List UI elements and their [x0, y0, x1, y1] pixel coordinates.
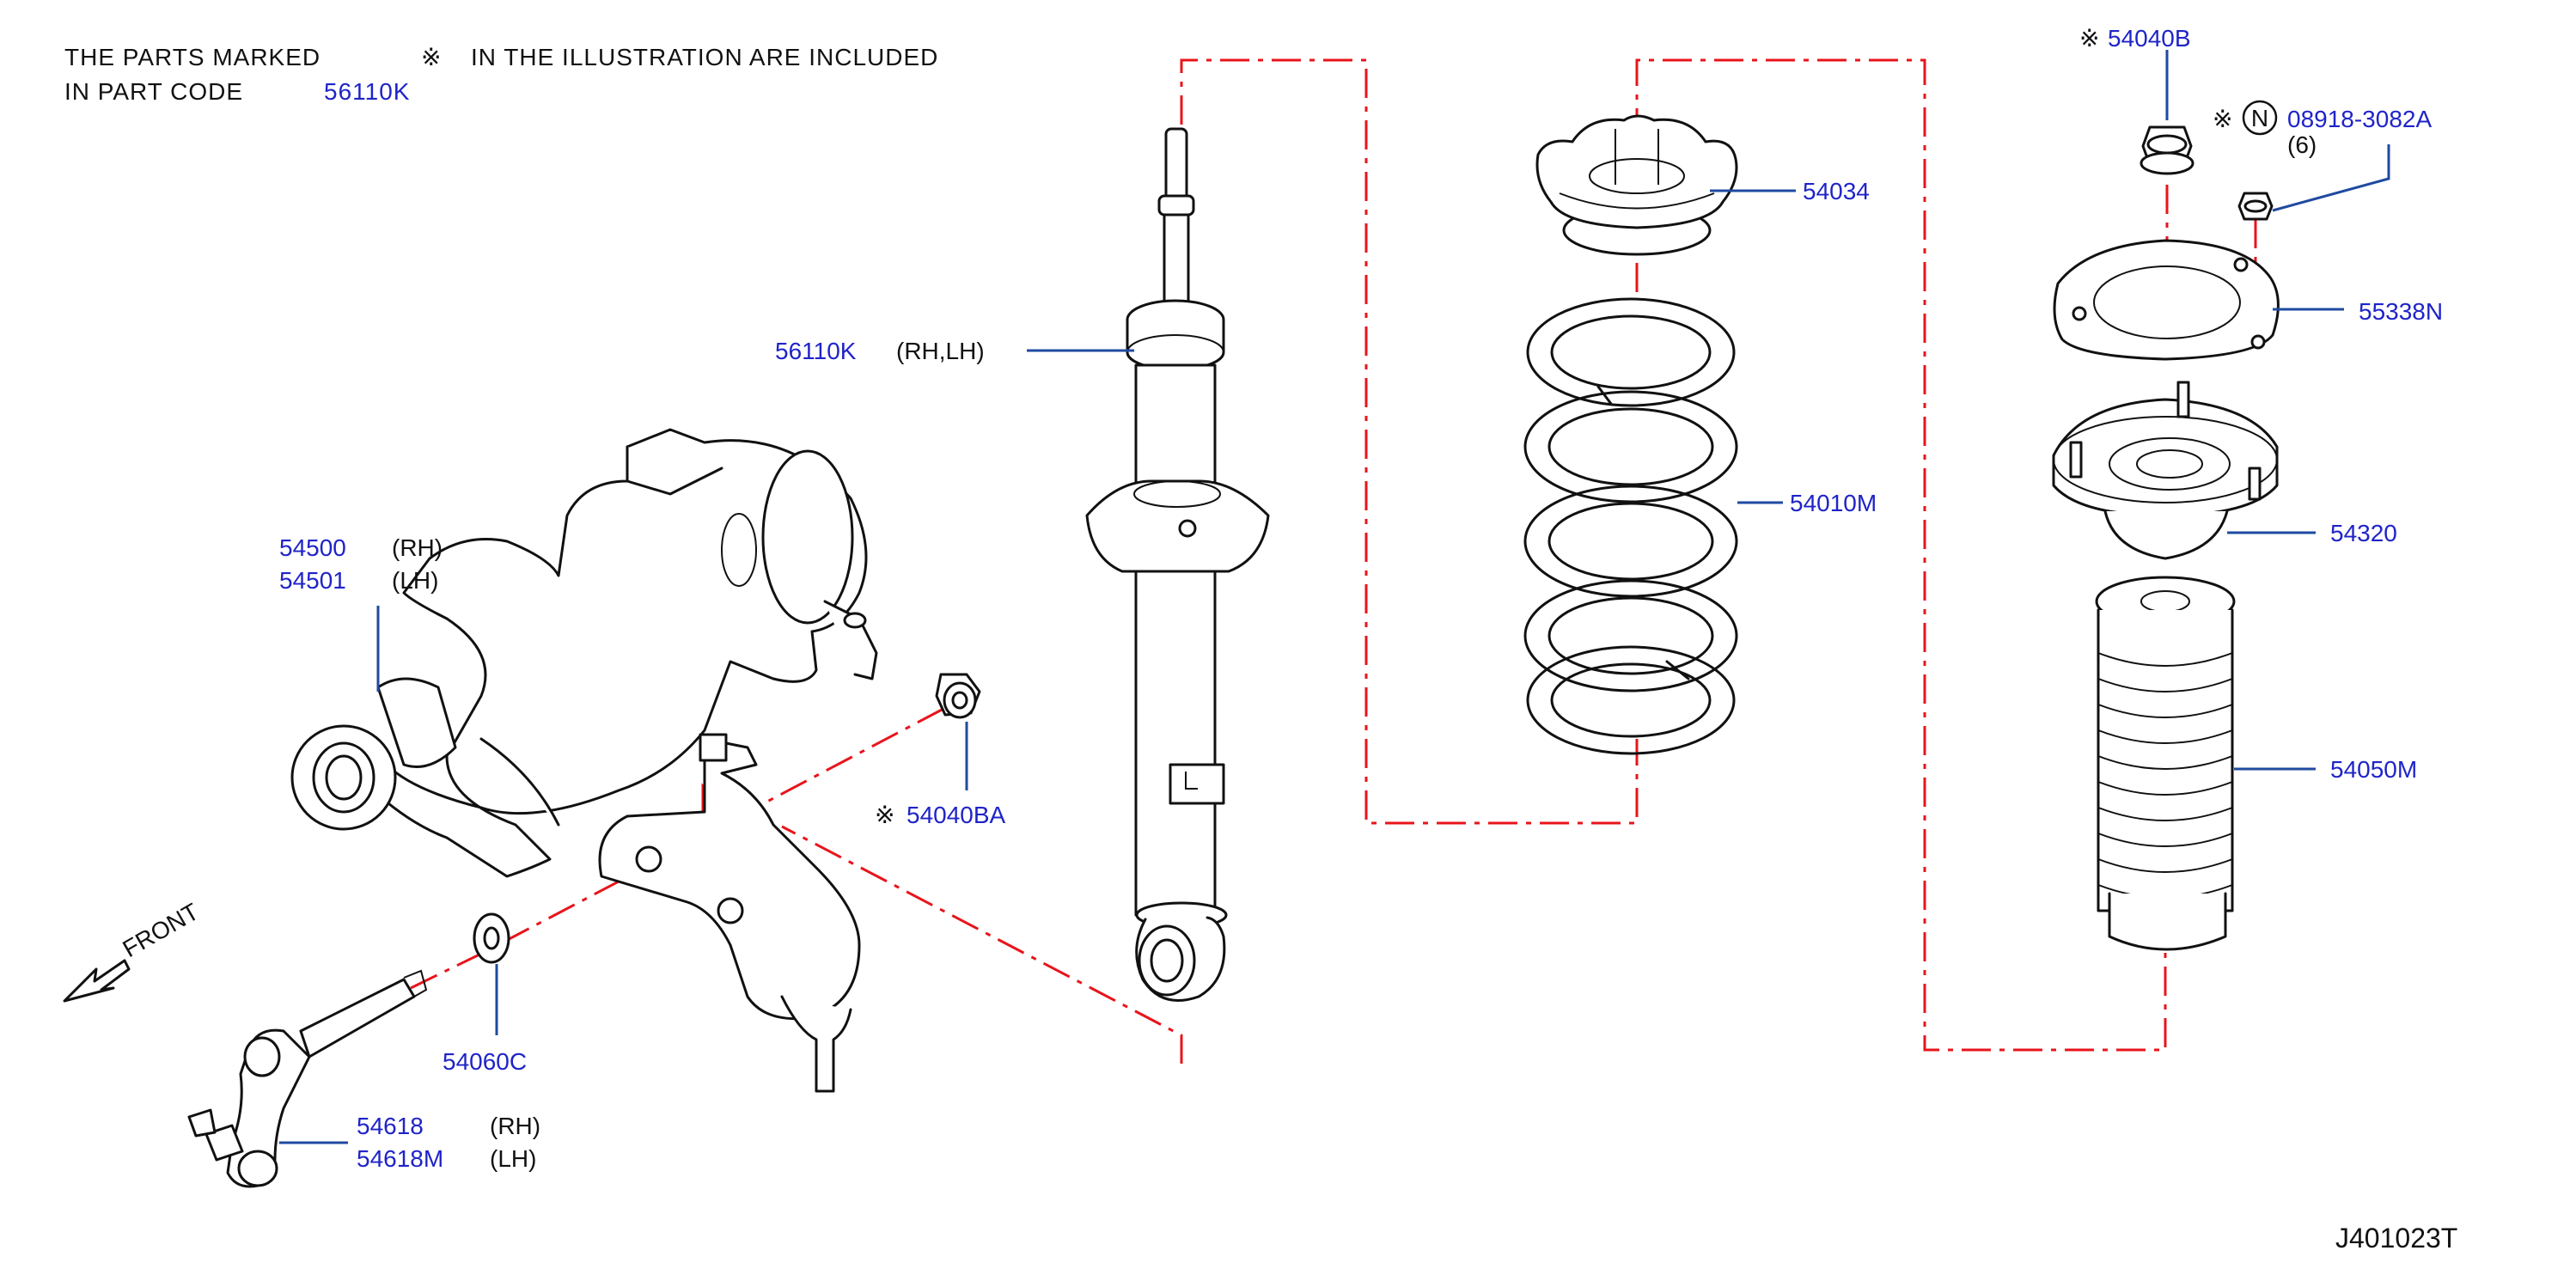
note-part-code[interactable]: 56110K: [324, 78, 410, 105]
label-54034[interactable]: 54034: [1803, 178, 1870, 204]
n-circle-icon: [2242, 100, 2278, 136]
assembly-line-strut-arm: [781, 825, 1183, 1064]
front-arrow-icon: [63, 959, 131, 1003]
label-56110K-side: (RH,LH): [896, 338, 985, 364]
mount-nut[interactable]: [2140, 125, 2194, 175]
part-labels: ※ 54040B ※ N 08918-3082A (6) 54034 55338…: [279, 25, 2457, 1254]
label-54618-side: (RH): [490, 1113, 540, 1139]
parts-note: THE PARTS MARKED ※ IN THE ILLUSTRATION A…: [64, 44, 938, 105]
n-circle-letter: N: [2251, 105, 2268, 131]
label-54501-side: (LH): [392, 567, 438, 594]
label-54050M[interactable]: 54050M: [2330, 756, 2417, 783]
label-54040BA[interactable]: 54040BA: [906, 802, 1006, 828]
label-54010M[interactable]: 54010M: [1790, 490, 1877, 516]
label-08918-3082A[interactable]: 08918-3082A: [2287, 106, 2432, 132]
note-mark: ※: [421, 44, 442, 70]
assembly-line-spring-boot: [1635, 58, 2167, 1052]
label-54618M-side: (LH): [490, 1145, 536, 1172]
mark-08918: ※: [2213, 106, 2232, 132]
label-55338N[interactable]: 55338N: [2359, 298, 2443, 325]
label-54618M[interactable]: 54618M: [357, 1145, 443, 1172]
stabilizer-link[interactable]: [187, 969, 428, 1188]
label-54500-side: (RH): [392, 534, 443, 561]
front-label: FRONT: [119, 898, 204, 962]
label-54320[interactable]: 54320: [2330, 520, 2397, 546]
knuckle-bracket[interactable]: [598, 733, 861, 1093]
label-08918-qty: (6): [2287, 131, 2317, 158]
note-line2: IN PART CODE: [64, 78, 243, 105]
mount-plate[interactable]: [2053, 239, 2280, 361]
dust-boot[interactable]: [2095, 576, 2236, 951]
strut-mount[interactable]: [2052, 381, 2279, 560]
label-54501[interactable]: 54501: [279, 567, 346, 594]
note-line1b: IN THE ILLUSTRATION ARE INCLUDED: [471, 44, 938, 70]
label-56110K[interactable]: 56110K: [775, 338, 857, 364]
arm-nut[interactable]: [935, 673, 981, 719]
mark-54040B: ※: [2079, 25, 2099, 52]
label-54060C[interactable]: 54060C: [443, 1048, 527, 1075]
upper-spring-seat[interactable]: [1535, 114, 1738, 256]
front-indicator: FRONT: [63, 898, 204, 1003]
diagram-id: J401023T: [2335, 1223, 2457, 1254]
leader-lines: [279, 50, 2390, 1144]
mark-54040BA: ※: [875, 802, 894, 828]
label-54500[interactable]: 54500: [279, 534, 346, 561]
small-flange-nut[interactable]: [2237, 192, 2274, 221]
lower-control-arm[interactable]: [290, 428, 878, 878]
shock-absorber[interactable]: [1085, 127, 1270, 1002]
label-54618[interactable]: 54618: [357, 1113, 424, 1139]
assembly-line-nut-arm: [747, 707, 944, 814]
washer[interactable]: [473, 912, 510, 964]
label-54040B[interactable]: 54040B: [2108, 25, 2191, 52]
assembly-lines: [410, 58, 2257, 1064]
assembly-line-strut-spring: [1180, 58, 1639, 825]
coil-spring[interactable]: [1523, 297, 1738, 755]
note-line1: THE PARTS MARKED: [64, 44, 320, 70]
